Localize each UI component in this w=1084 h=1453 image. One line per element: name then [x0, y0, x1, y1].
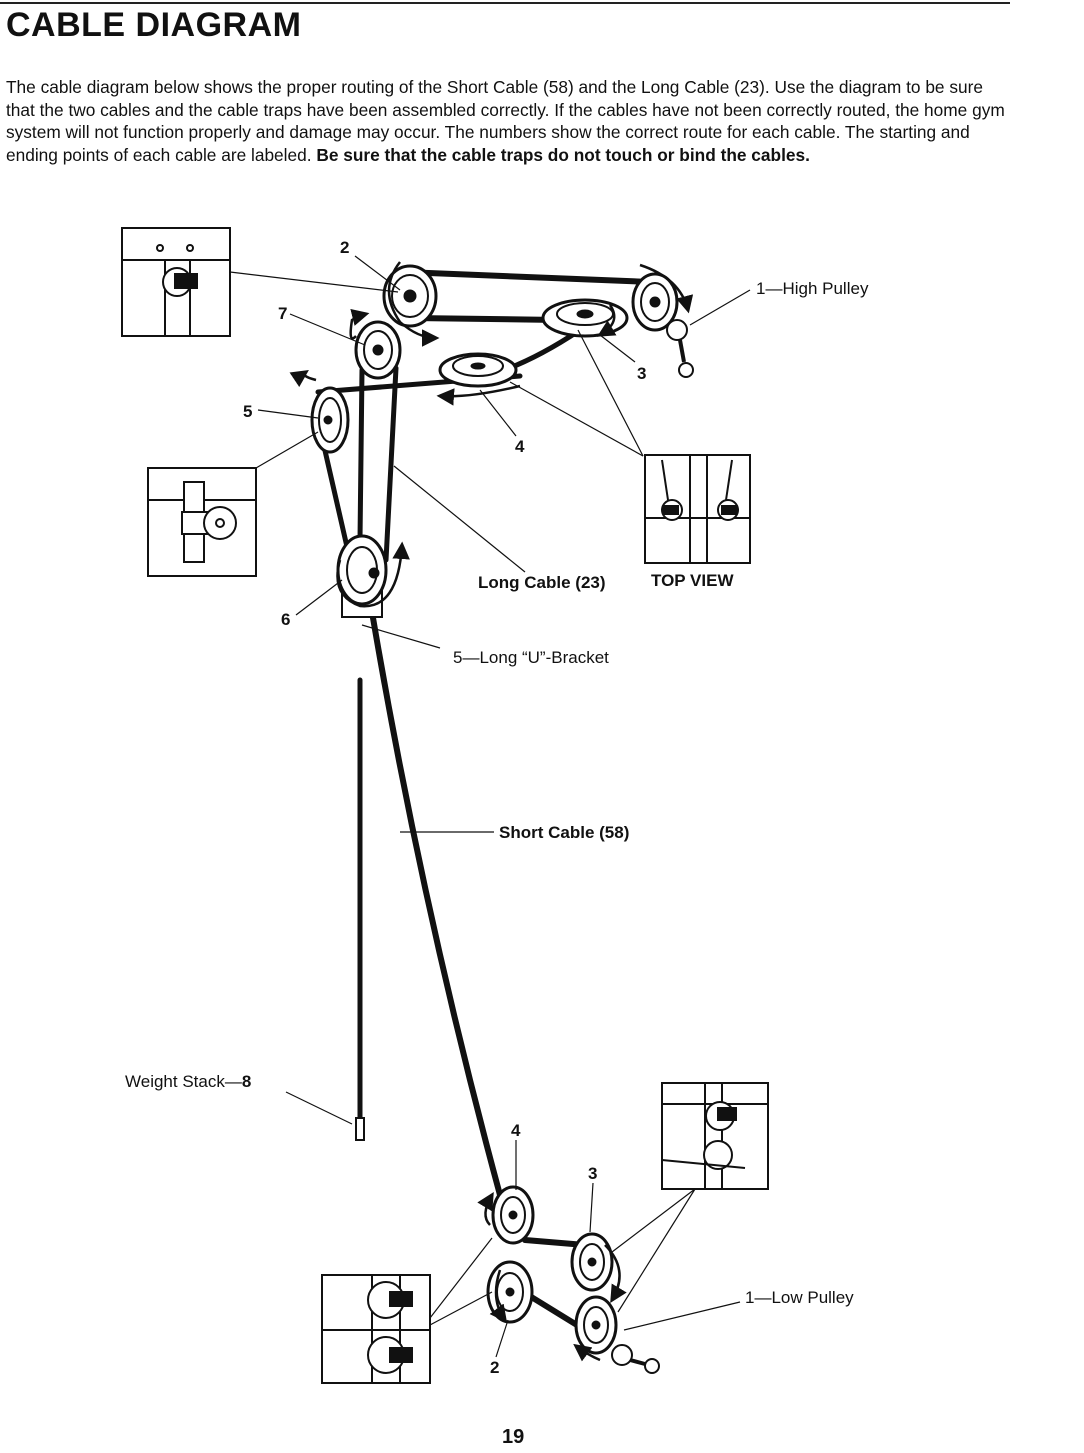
inset-high-trap — [121, 227, 231, 337]
leader-lines — [229, 255, 751, 1358]
high-pulley-label: 1—High Pulley — [756, 279, 869, 298]
long-cable-mid-run — [409, 315, 563, 323]
intro-paragraph: The cable diagram below shows the proper… — [6, 76, 1016, 166]
low-pulley — [574, 1295, 660, 1374]
pulley-6 — [336, 534, 388, 618]
inset-low-trap-right — [661, 1082, 769, 1190]
weight-stack-label: Weight Stack—8 — [125, 1072, 251, 1092]
page-number: 19 — [502, 1426, 525, 1448]
pulley-5 — [310, 386, 350, 454]
low-pulley-4 — [491, 1185, 535, 1245]
callout-7: 7 — [278, 304, 288, 323]
intro-emphasis: Be sure that the cable traps do not touc… — [316, 144, 810, 165]
top-rule — [0, 2, 1010, 4]
callout-6: 6 — [281, 610, 291, 629]
inset-top-view — [644, 454, 751, 564]
long-cable-to-low — [367, 597, 503, 1198]
long-cable-down-right — [383, 365, 399, 563]
callout-3-bottom: 3 — [588, 1164, 598, 1183]
callout-3-top: 3 — [637, 364, 647, 383]
weight-stack-end — [355, 1117, 365, 1141]
weight-stack-text: Weight Stack— — [125, 1072, 242, 1091]
top-view-label: TOP VIEW — [651, 571, 734, 590]
weight-stack-number: 8 — [241, 1072, 252, 1091]
callout-2-top: 2 — [340, 238, 350, 257]
long-cable-down-mid — [357, 367, 365, 543]
cables — [315, 269, 653, 1333]
low-pulley-2 — [486, 1260, 534, 1324]
long-cable-top-run — [401, 269, 653, 285]
callout-2-bottom: 2 — [490, 1358, 500, 1377]
rotation-arrows — [289, 261, 694, 1362]
high-pulley — [631, 272, 694, 378]
inset-pulley-5-trap — [147, 467, 257, 577]
low-pulley-label: 1—Low Pulley — [745, 1288, 854, 1307]
page-title: CABLE DIAGRAM — [6, 6, 302, 44]
callout-4-top: 4 — [515, 437, 525, 456]
u-bracket-label: 5—Long “U”-Bracket — [453, 648, 609, 667]
short-cable-label: Short Cable (58) — [499, 823, 630, 842]
pulley-4-top — [438, 352, 518, 388]
intro-text: The cable diagram below shows the proper… — [6, 77, 1005, 165]
callout-4-bottom: 4 — [511, 1121, 521, 1140]
pulleys — [310, 264, 694, 1374]
pulley-7 — [354, 320, 402, 380]
pulley-2-top — [382, 264, 438, 328]
low-pulley-3 — [570, 1232, 614, 1292]
inset-low-trap-left — [321, 1274, 431, 1384]
callout-5: 5 — [243, 402, 253, 421]
long-cable-label: Long Cable (23) — [478, 573, 606, 592]
